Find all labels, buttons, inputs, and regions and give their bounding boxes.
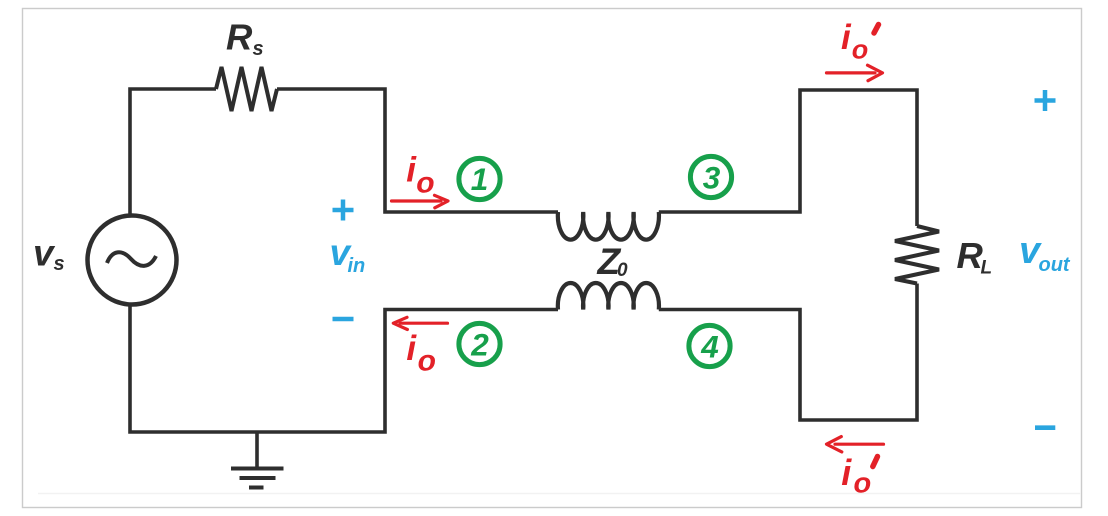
svg-text:R: R — [957, 235, 984, 276]
svg-text:i: i — [406, 329, 417, 368]
svg-text:o: o — [852, 35, 869, 65]
svg-text:o: o — [416, 167, 434, 200]
svg-text:Z: Z — [597, 241, 622, 282]
svg-text:0: 0 — [617, 260, 628, 281]
svg-text:i: i — [841, 18, 852, 57]
svg-text:i: i — [406, 151, 417, 190]
svg-text:L: L — [981, 258, 993, 279]
svg-text:in: in — [348, 255, 366, 277]
svg-text:R: R — [226, 17, 253, 58]
svg-text:2: 2 — [470, 327, 489, 363]
svg-text:out: out — [1039, 254, 1071, 276]
svg-text:s: s — [54, 253, 65, 275]
svg-text:v: v — [1019, 230, 1042, 272]
svg-text:o: o — [418, 345, 436, 378]
svg-text:v: v — [33, 233, 56, 274]
svg-text:o: o — [854, 468, 872, 500]
svg-text:4: 4 — [700, 329, 719, 365]
svg-text:i: i — [841, 452, 852, 493]
svg-text:v: v — [330, 232, 353, 273]
svg-text:1: 1 — [471, 161, 489, 197]
svg-text:s: s — [253, 38, 264, 60]
svg-text:3: 3 — [703, 160, 721, 196]
